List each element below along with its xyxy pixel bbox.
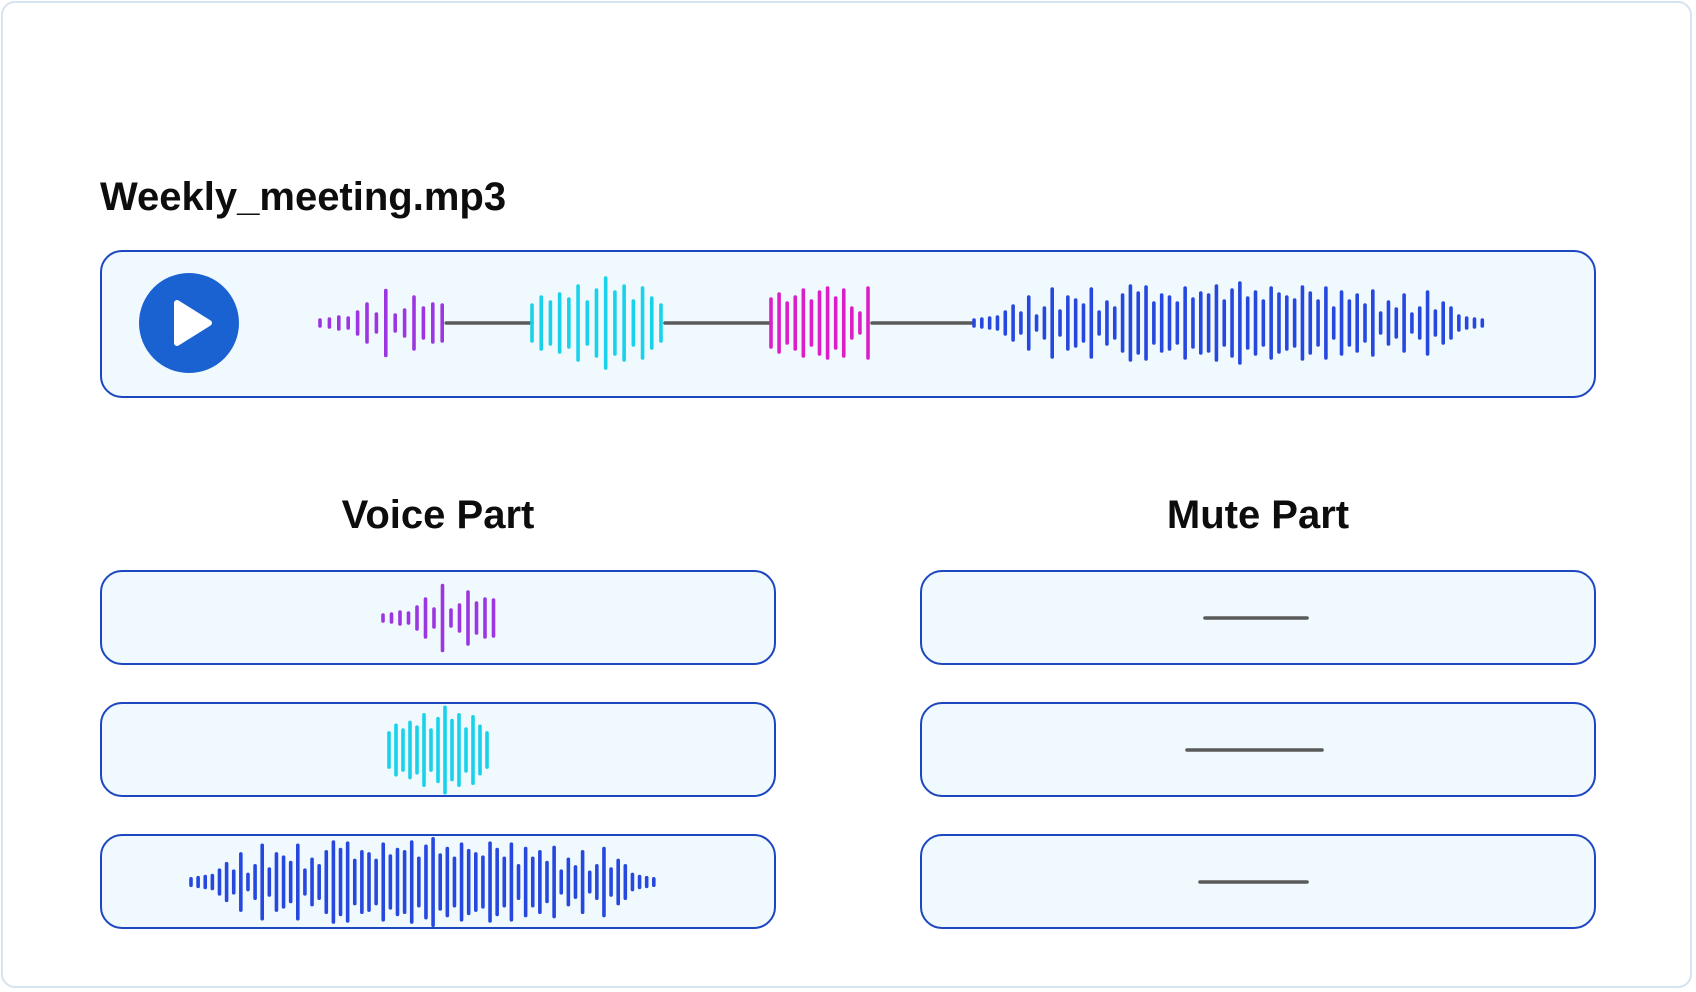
mute-part-item[interactable] — [920, 570, 1596, 665]
audio-player — [100, 250, 1596, 398]
mute-part-item[interactable] — [920, 834, 1596, 929]
file-title: Weekly_meeting.mp3 — [100, 175, 507, 219]
voice-part-item[interactable] — [100, 834, 776, 929]
mute-part-heading: Mute Part — [1166, 493, 1350, 537]
play-button[interactable] — [139, 273, 239, 373]
voice-part-item[interactable] — [100, 570, 776, 665]
voice-part-item[interactable] — [100, 702, 776, 797]
play-icon — [174, 300, 212, 346]
voice-part-heading: Voice Part — [341, 493, 535, 537]
mute-part-item[interactable] — [920, 702, 1596, 797]
